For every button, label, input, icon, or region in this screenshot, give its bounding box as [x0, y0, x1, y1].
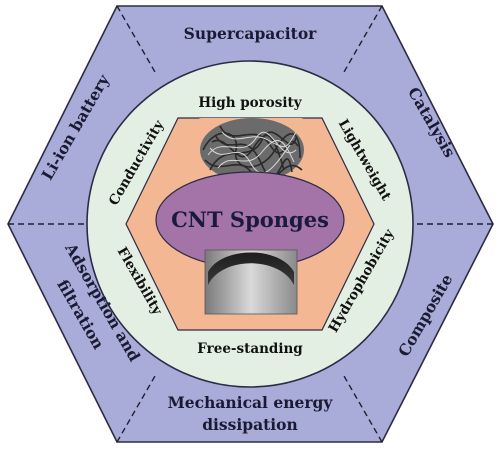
application-bottom-line1: Mechanical energy — [168, 393, 334, 412]
compressed-sponge-photo — [204, 249, 298, 315]
property-bottom: Free-standing — [197, 341, 303, 357]
application-bottom-line2: dissipation — [202, 415, 298, 434]
property-top: High porosity — [198, 95, 302, 111]
center-title: CNT Sponges — [171, 207, 329, 232]
application-top: Supercapacitor — [184, 24, 318, 43]
section-dividers — [8, 5, 493, 443]
